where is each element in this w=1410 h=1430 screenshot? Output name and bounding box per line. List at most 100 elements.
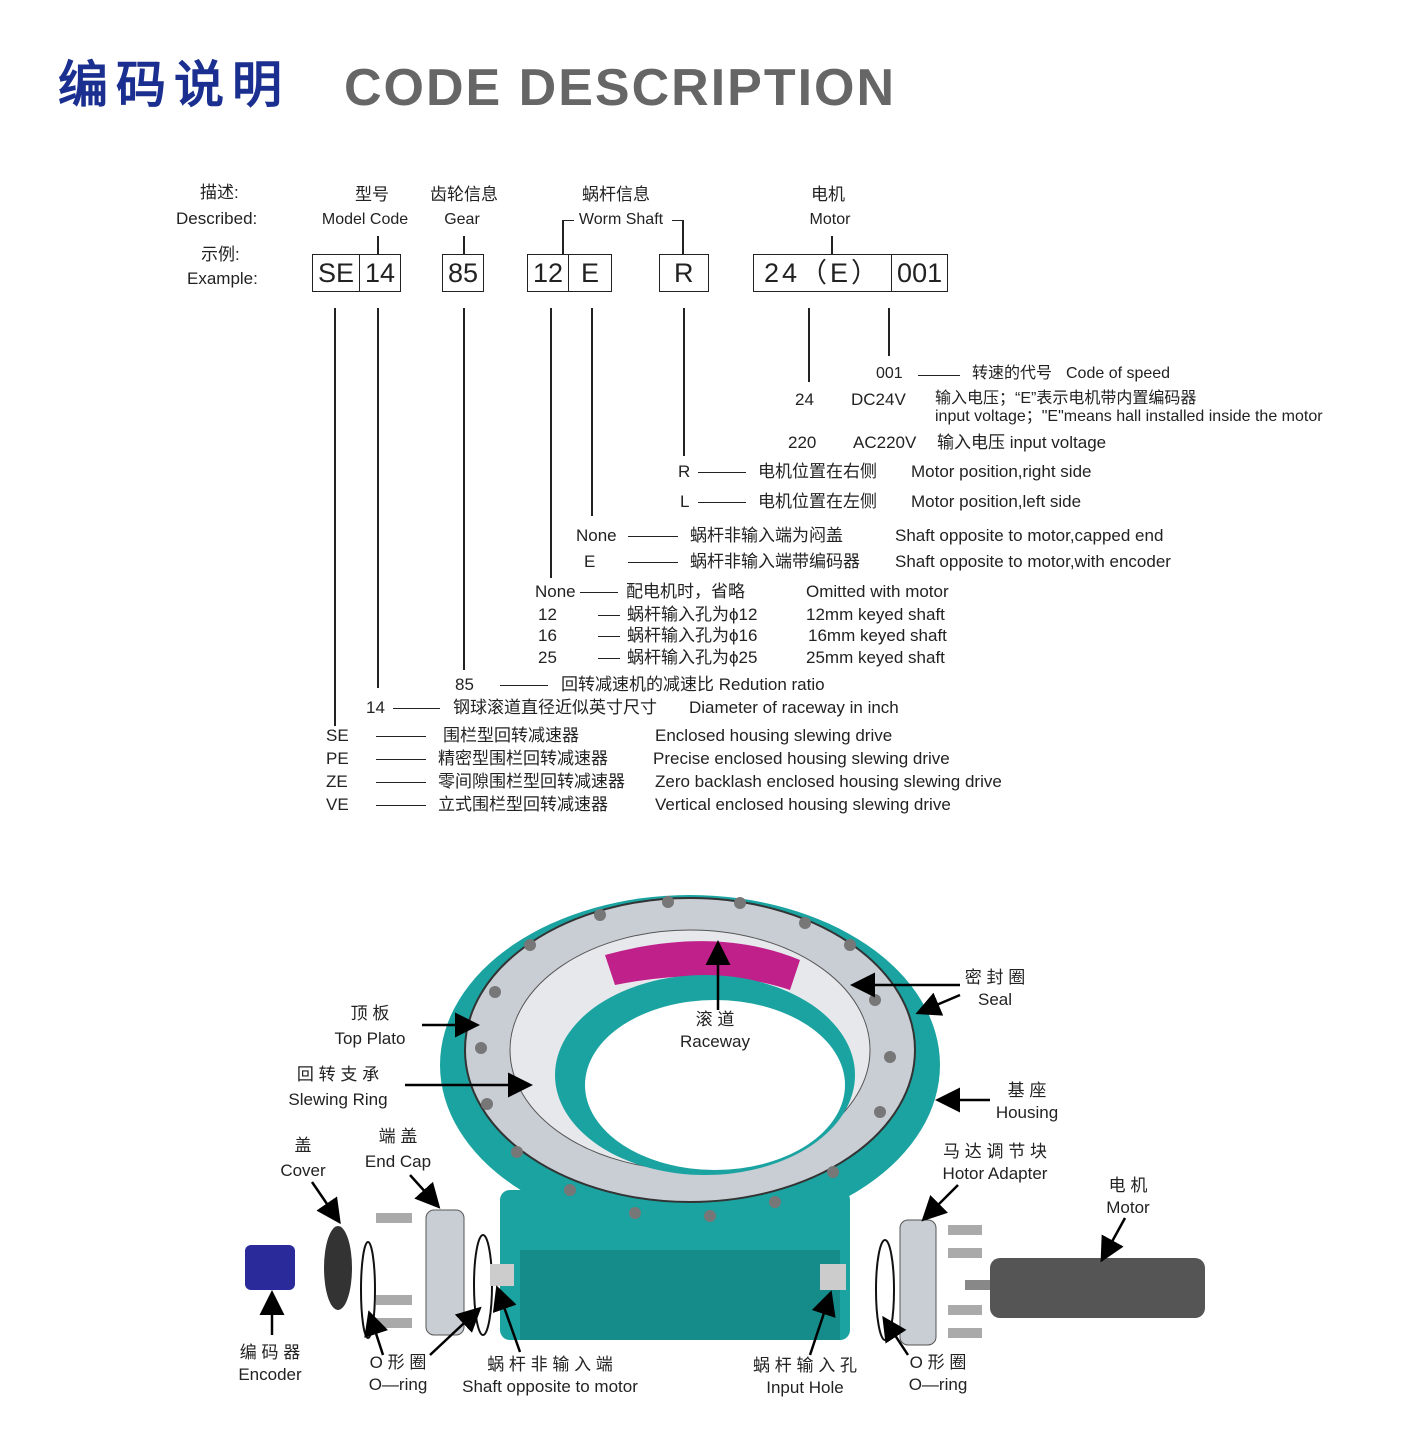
gear-code: 85 [448,258,479,288]
code-in-25-en: 25mm keyed shaft [806,648,945,667]
worm-cn: 蜗杆信息 [582,185,650,204]
code-r-cn: 电机位置在右侧 [758,462,877,481]
encoder-part [245,1245,295,1290]
seal-en: Seal [977,990,1013,1009]
hotor-adapter-label: 马 达 调 节 块 Hotor Adapter [925,1141,1065,1185]
title-en: CODE DESCRIPTION [344,59,897,117]
code-ve-en: Vertical enclosed housing slewing drive [655,795,951,814]
code-220-volt: AC220V [853,433,917,452]
title-cn: 编码说明 [58,57,290,113]
model-size-code: 14 [359,255,400,291]
motor-label: 电 机 Motor [1090,1175,1166,1219]
example-cn: 示例: [201,245,240,264]
oring-right-en: O—ring [908,1375,968,1394]
raceway-en: Raceway [680,1032,750,1051]
gear-cn: 齿轮信息 [430,185,498,204]
motor-voltage-code: 24（E） [764,258,882,288]
code-14: 14 [366,698,385,717]
code-end-e-en: Shaft opposite to motor,with encoder [895,552,1171,571]
code-001: 001 [876,365,903,382]
raceway-cn: 滚 道 [695,1010,735,1029]
top-plate-label: 顶 板 Top Plato [320,1003,420,1050]
motor-pos-box: R [659,254,709,292]
code-end-none-en: Shaft opposite to motor,capped end [895,526,1164,545]
model-type-code: SE [318,258,355,288]
code-24-cn: 输入电压；“E”表示电机带内置编码器 [935,390,1197,407]
motor-cn: 电机 [811,185,845,204]
code-in-16-en: 16mm keyed shaft [808,626,947,645]
code-in-16-cn: 蜗杆输入孔为ϕ16 [627,626,758,645]
model-en: Model Code [321,211,409,228]
code-pe-cn: 精密型围栏回转减速器 [438,749,608,768]
raceway [605,941,800,990]
code-001-cn: 转速的代号 [972,365,1053,382]
hotor-adapter-en: Hotor Adapter [942,1164,1048,1183]
cover-label: 盖 Cover [270,1135,336,1182]
motor-part-en: Motor [1106,1198,1150,1217]
code-85-desc: 回转减速机的减速比 Redution ratio [561,675,825,694]
motor-part [990,1258,1205,1318]
end-cap-en: End Cap [364,1152,432,1171]
example-en: Example: [187,269,258,288]
described-cn: 描述: [200,183,239,202]
raceway-label: 滚 道 Raceway [665,1009,765,1053]
code-in-25: 25 [538,648,557,667]
encoder-cn: 编 码 器 [239,1343,301,1362]
motor-en: Motor [809,211,851,228]
input-hole-label: 蜗 杆 输 入 孔 Input Hole [745,1355,865,1399]
cover-part [324,1226,352,1310]
gear-en: Gear [444,211,480,228]
housing-cn: 基 座 [1007,1081,1047,1100]
housing-en: Housing [995,1103,1059,1122]
shaft-opposite-cn: 蜗 杆 非 输 入 端 [487,1355,613,1374]
code-end-none-cn: 蜗杆非输入端为闷盖 [690,526,843,545]
top-plate-en: Top Plato [334,1029,406,1048]
code-85: 85 [455,675,474,694]
end-cap-part [425,1209,465,1336]
worm-input-code: 12 [533,258,564,288]
model-cn: 型号 [355,185,389,204]
code-se-en: Enclosed housing slewing drive [655,726,893,745]
slewing-ring-en: Slewing Ring [288,1090,388,1109]
motor-speed-code: 001 [891,255,947,291]
code-ze: ZE [326,772,348,791]
oring-left-en: O—ring [368,1375,428,1394]
code-se: SE [326,726,349,745]
code-001-en: Code of speed [1066,365,1171,382]
end-cap-label: 端 盖 End Cap [358,1126,438,1173]
input-hole-cn: 蜗 杆 输 入 孔 [753,1356,857,1375]
hotor-adapter-cn: 马 达 调 节 块 [943,1142,1047,1161]
oring-right-cn: O 形 圈 [909,1353,967,1372]
code-r-en: Motor position,right side [911,462,1092,481]
motor-part-cn: 电 机 [1108,1176,1148,1195]
code-24: 24 [795,390,814,409]
code-in-16: 16 [538,626,557,645]
shaft-opposite-en: Shaft opposite to motor [462,1377,638,1396]
model-code-box: SE 14 [312,254,402,292]
code-in-12-en: 12mm keyed shaft [806,605,945,624]
code-24-en: input voltage；"E"means hall installed in… [935,408,1323,425]
code-l-cn: 电机位置在左侧 [758,492,877,511]
end-cap-cn: 端 盖 [378,1127,418,1146]
worm-en: Worm Shaft [578,211,664,228]
code-pe-en: Precise enclosed housing slewing drive [653,749,950,768]
shaft-opposite-label: 蜗 杆 非 输 入 端 Shaft opposite to motor [455,1354,645,1398]
code-ze-cn: 零间隙围栏型回转减速器 [438,772,625,791]
code-220-desc: 输入电压 input voltage [937,433,1107,452]
code-in-none-cn: 配电机时，省略 [626,582,745,601]
cover-en: Cover [280,1161,326,1180]
code-se-cn: 围栏型回转减速器 [443,726,579,745]
cover-cn: 盖 [294,1136,312,1155]
top-plate-cn: 顶 板 [350,1004,390,1023]
code-l-en: Motor position,left side [911,492,1082,511]
code-pe: PE [326,749,349,768]
code-end-e-cn: 蜗杆非输入端带编码器 [690,552,860,571]
input-hole-en: Input Hole [766,1378,844,1397]
code-14-cn: 钢球滚道直径近似英寸尺寸 [453,698,657,717]
code-220: 220 [788,433,817,452]
oring-right-label: O 形 圈 O—ring [898,1352,978,1396]
worm-end-code: E [568,255,611,291]
